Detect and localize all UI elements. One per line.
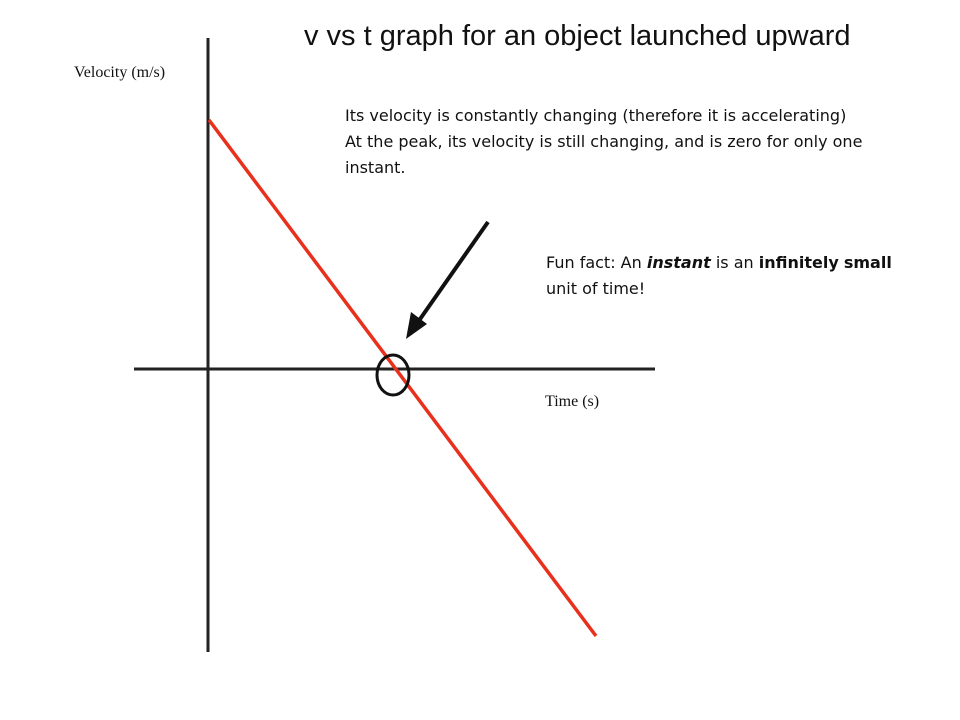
y-axis-label: Velocity (m/s) (74, 64, 166, 81)
explanation-line-1: Its velocity is constantly changing (the… (345, 106, 847, 125)
fun-fact-middle: is an (710, 253, 759, 272)
annotation-arrow-shaft (416, 220, 490, 324)
fun-fact-small: small (843, 253, 892, 272)
explanation-line-2: At the peak, its velocity is still chang… (345, 132, 863, 177)
fun-fact-infinitely: infinitely (758, 253, 839, 272)
page-title: v vs t graph for an object launched upwa… (304, 20, 851, 52)
annotation-arrow-head (406, 312, 427, 339)
velocity-line (207, 118, 598, 638)
fun-fact-suffix: unit of time! (546, 279, 646, 298)
fun-fact-prefix: Fun fact: An (546, 253, 647, 272)
x-axis-label: Time (s) (545, 393, 600, 410)
zero-crossing-circle (375, 353, 411, 397)
velocity-explanation: Its velocity is constantly changing (the… (345, 103, 905, 181)
fun-fact: Fun fact: An instant is an infinitely sm… (546, 250, 926, 302)
fun-fact-instant: instant (646, 253, 711, 272)
